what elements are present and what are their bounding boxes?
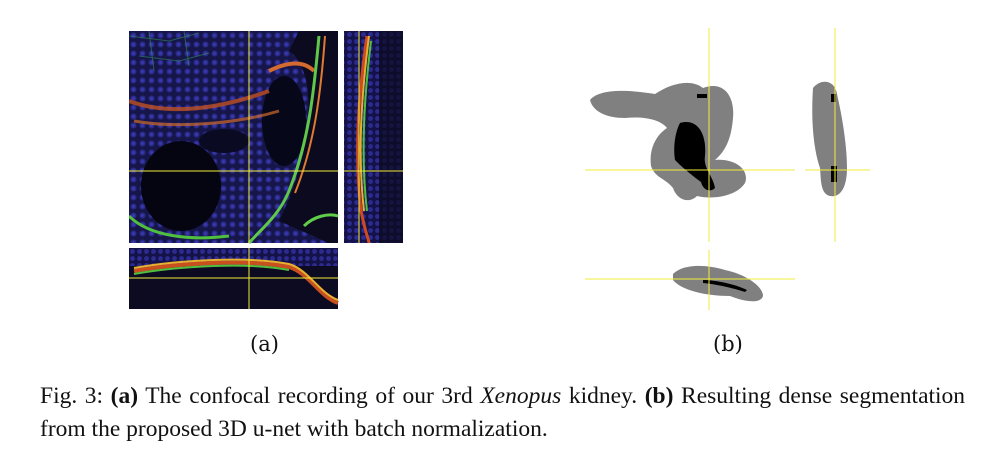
- caption-text-a2: kidney.: [568, 383, 638, 409]
- caption-prefix: Fig. 3:: [40, 383, 104, 409]
- seg-xy-view: [585, 28, 795, 242]
- caption-text-a1: The confocal recording of our 3rd: [145, 383, 473, 409]
- xz-view: [129, 248, 339, 309]
- caption-text-b: Resulting dense segmentation from the pr…: [40, 383, 966, 442]
- segmentation-image: [585, 28, 870, 310]
- confocal-orthoview-panel: [129, 31, 403, 309]
- caption-species: Xenopus: [480, 383, 562, 409]
- xy-view: [129, 31, 339, 244]
- seg-xz-view: [585, 250, 795, 310]
- yz-view: [344, 31, 403, 244]
- seg-yz-view: [805, 28, 870, 242]
- caption-label-a: (a): [110, 383, 139, 409]
- segmentation-orthoview-panel: [585, 28, 870, 310]
- subfigure-label-b: (b): [713, 332, 743, 356]
- figure-caption: Fig. 3: (a) The confocal recording of ou…: [40, 380, 965, 446]
- subfigure-label-a: (a): [250, 332, 279, 356]
- confocal-image: [129, 31, 403, 309]
- caption-label-b: (b): [644, 383, 674, 409]
